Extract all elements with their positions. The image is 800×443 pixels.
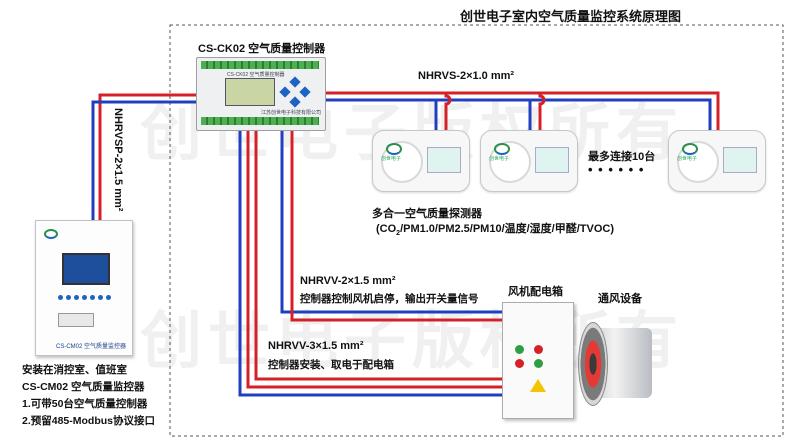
sensor1-drop-red — [444, 93, 452, 130]
fan-label: 通风设备 — [598, 293, 642, 305]
terminal-strip-bottom — [201, 117, 319, 125]
sensor-cable-label: NHRVS-2×1.0 mm² — [418, 70, 515, 82]
fan-rim — [578, 322, 608, 406]
indicator-lamp — [90, 295, 95, 300]
controller-panel-text: CS-CK02 空气质量控制器 — [227, 72, 285, 78]
status-lamp-icon — [534, 359, 543, 368]
caption-subscript: 2 — [396, 230, 401, 238]
key-up-icon — [289, 76, 301, 88]
control-line-red — [290, 130, 502, 322]
air-quality-sensor-n: 创世电子 — [668, 130, 766, 192]
stop-button-icon — [534, 345, 543, 354]
air-quality-sensor-1: 创世电子 — [372, 130, 470, 192]
controller-lcd — [225, 78, 275, 106]
sensor-logo-text: 创世电子 — [677, 156, 698, 162]
air-quality-sensor-2: 创世电子 — [480, 130, 578, 192]
monitor-desc-4: 2.预留485-Modbus协议接口 — [22, 415, 156, 427]
fan-control-cable-label: NHRVV-2×1.5 mm² — [300, 275, 396, 287]
sensor-logo-text: 创世电子 — [489, 156, 510, 162]
monitor-desc-1: 安装在消控室、值班室 — [22, 364, 127, 376]
indicator-lamp — [58, 295, 63, 300]
brand-logo-icon — [386, 143, 402, 155]
key-right-icon — [299, 86, 311, 98]
indicator-lamp — [74, 295, 79, 300]
sensor-caption-line2: (CO2/PM1.0/PM2.5/PM10/温度/湿度/甲醛/TVOC) — [376, 220, 614, 237]
caption-suffix: /PM1.0/PM2.5/PM10/温度/湿度/甲醛/TVOC) — [400, 223, 615, 235]
power-line-red2 — [254, 130, 502, 381]
max-sensors-label: 最多连接10台 — [588, 151, 656, 163]
key-down-icon — [289, 96, 301, 108]
key-left-icon — [279, 86, 291, 98]
sensor-display — [535, 147, 569, 173]
terminal-strip-top — [201, 61, 319, 69]
sensor2-drop-red — [538, 93, 546, 130]
monitor-desc-3: 1.可带50台空气质量控制器 — [22, 398, 148, 410]
power-line-red — [246, 130, 502, 389]
brand-logo-icon — [682, 143, 698, 155]
axial-fan-icon — [578, 318, 660, 408]
monitor-desc-2: CS-CM02 空气质量监控器 — [22, 381, 145, 393]
status-lamp-icon — [515, 359, 524, 368]
controller-label: CS-CK02 空气质量控制器 — [198, 43, 326, 55]
power-line-blue — [238, 130, 502, 397]
monitor-screen — [62, 253, 110, 285]
monitor-bus-blue — [91, 100, 196, 222]
monitor-panel-name: CS-CM02 空气质量监控器 — [56, 344, 127, 350]
sensor-display — [723, 147, 757, 173]
brand-logo-icon — [494, 143, 510, 155]
indicator-lamp — [82, 295, 87, 300]
monitor-bus-red — [98, 93, 196, 222]
controller-footer-text: 江苏创世电子科技有限公司 — [261, 110, 322, 116]
sensor-bus-blue — [324, 98, 712, 130]
fan-box-label: 风机配电箱 — [508, 286, 563, 298]
fan-control-desc: 控制器控制风机启停，输出开关量信号 — [300, 293, 479, 305]
brand-logo-icon — [44, 229, 58, 239]
printer-slot — [58, 313, 94, 327]
air-quality-controller: CS-CK02 空气质量控制器 江苏创世电子科技有限公司 — [196, 57, 326, 131]
system-boundary — [169, 24, 784, 437]
caption-prefix: (CO — [376, 223, 397, 235]
start-button-icon — [515, 345, 524, 354]
indicator-lamp — [106, 295, 111, 300]
diagram-title: 创世电子室内空气质量监控系统原理图 — [460, 9, 682, 24]
indicator-lamp — [98, 295, 103, 300]
control-line-blue — [280, 130, 502, 314]
sensor-caption-line1: 多合一空气质量探测器 — [372, 208, 482, 220]
power-cable-label: NHRVV-3×1.5 mm² — [268, 340, 364, 352]
fan-power-distribution-box — [502, 302, 574, 419]
power-desc: 控制器安装、取电于配电箱 — [268, 359, 394, 371]
indicator-lamp — [66, 295, 71, 300]
sensor-logo-text: 创世电子 — [381, 156, 402, 162]
warning-triangle-icon — [530, 379, 546, 392]
air-quality-monitor: CS-CM02 空气质量监控器 — [35, 220, 133, 356]
sensor-bus-red — [324, 91, 720, 130]
sensor-display — [427, 147, 461, 173]
more-sensors-dots: • • • • • • — [588, 162, 645, 177]
monitor-cable-label: NHRVSP-2×1.5 mm² — [112, 108, 124, 212]
